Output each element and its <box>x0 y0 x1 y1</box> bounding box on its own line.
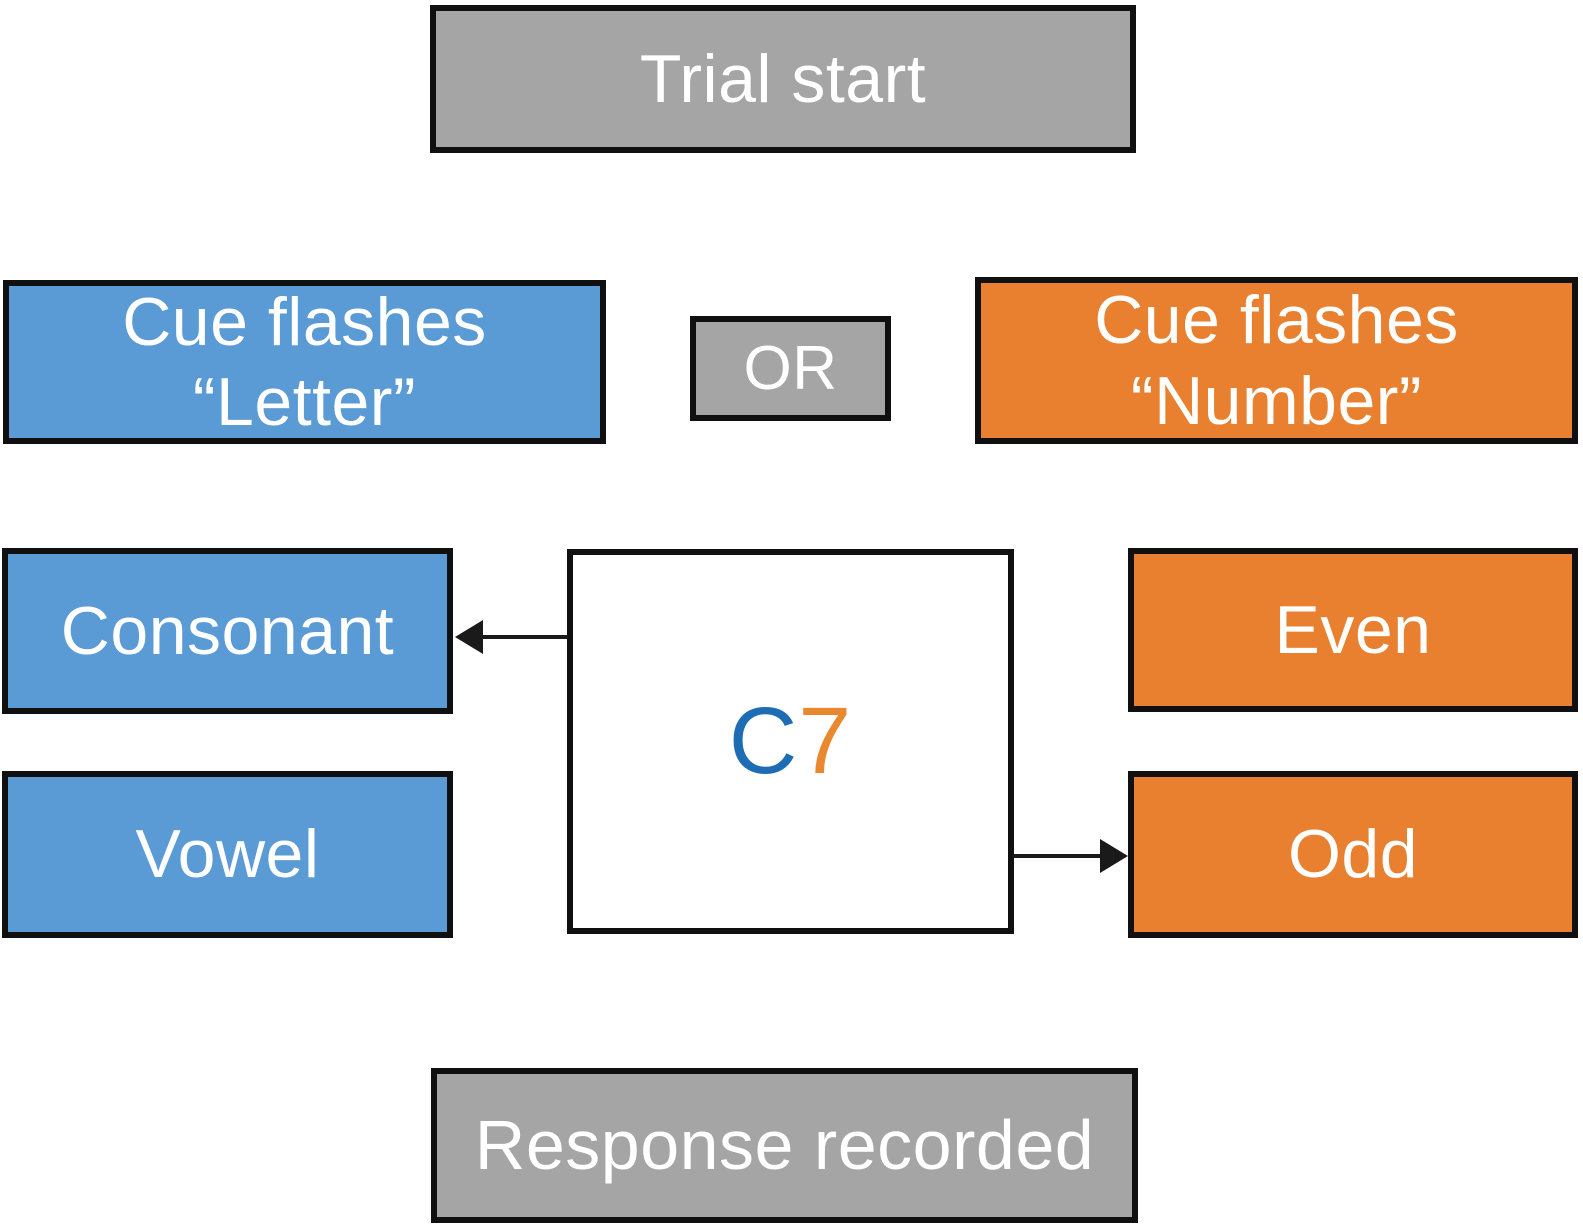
consonant-box: Consonant <box>2 548 453 714</box>
cue-letter-line2: “Letter” <box>192 364 417 440</box>
even-box: Even <box>1128 548 1578 712</box>
arrow-to-odd-line <box>1013 854 1105 858</box>
vowel-box: Vowel <box>2 771 453 938</box>
response-recorded-box: Response recorded <box>431 1068 1138 1223</box>
odd-box: Odd <box>1128 771 1578 938</box>
cue-number-box: Cue flashes “Number” <box>975 277 1578 444</box>
cue-letter-line1: Cue flashes <box>122 283 487 360</box>
arrow-to-consonant-line <box>478 635 568 639</box>
vowel-label: Vowel <box>135 816 320 893</box>
even-label: Even <box>1274 591 1432 668</box>
stimulus-letter: C <box>728 688 799 795</box>
stimulus-text: C7 <box>729 685 852 797</box>
cue-letter-box: Cue flashes “Letter” <box>3 280 606 444</box>
or-label: OR <box>743 333 838 403</box>
arrow-left-head-icon <box>455 620 483 654</box>
trial-start-label: Trial start <box>639 40 927 117</box>
trial-start-box: Trial start <box>430 5 1136 153</box>
or-box: OR <box>690 316 891 421</box>
arrow-right-head-icon <box>1100 839 1128 873</box>
odd-label: Odd <box>1287 816 1419 893</box>
stimulus-digit: 7 <box>798 688 853 795</box>
stimulus-box: C7 <box>567 549 1014 934</box>
cue-number-line1: Cue flashes <box>1094 282 1459 359</box>
cue-number-line2: “Number” <box>1130 362 1423 439</box>
consonant-label: Consonant <box>60 592 395 669</box>
response-recorded-label: Response recorded <box>474 1106 1095 1185</box>
